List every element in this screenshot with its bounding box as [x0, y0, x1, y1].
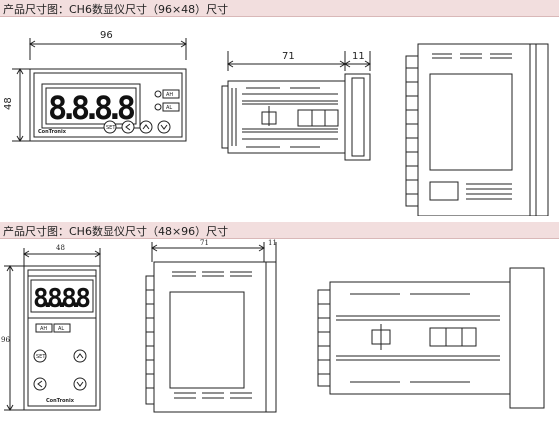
section2-keys[interactable]: SET	[33, 349, 87, 391]
section2-bezel-dim: 11	[268, 239, 277, 247]
section1-side-view	[221, 51, 371, 161]
section2-title: 产品尺寸图：CH6数显仪尺寸（48×96）尺寸	[3, 225, 229, 238]
section2-left-key[interactable]	[33, 377, 47, 391]
section2-front-view	[4, 248, 101, 411]
left-arrow-icon	[125, 123, 131, 131]
section1-display: 8.8.8.8	[48, 89, 136, 127]
section1-top-view	[405, 43, 549, 216]
left-arrow-icon	[37, 380, 43, 388]
section1-title: 产品尺寸图：CH6数显仪尺寸（96×48）尺寸	[3, 3, 229, 16]
section1-alarm2: AL	[166, 105, 172, 111]
section2-up-key[interactable]	[73, 349, 87, 363]
section2-alarm2: AL	[58, 326, 64, 332]
section1-set-key[interactable]	[103, 120, 117, 134]
section2-side-view	[145, 242, 277, 413]
up-arrow-icon	[142, 124, 150, 130]
up-arrow-icon	[76, 353, 84, 359]
down-arrow-icon	[76, 381, 84, 387]
section1-brand: ConTronix	[38, 129, 67, 135]
section1-up-key[interactable]	[139, 120, 153, 134]
section2-down-key[interactable]	[73, 377, 87, 391]
section2-set-label: SET	[36, 354, 46, 360]
section1-drawing: 96 48 8.8.8.8 AH AL ConTronix SET 71 11	[3, 30, 549, 216]
section2-drawing: 48 96 8.8.8.8 AH AL ConTronix SET 71 11	[1, 239, 545, 413]
section1-width-dim: 96	[100, 30, 113, 41]
section2-depth-dim: 71	[200, 239, 209, 247]
section1-bezel-dim: 11	[352, 51, 365, 62]
section2-top-view	[317, 267, 545, 409]
section2-height-dim: 96	[1, 336, 10, 344]
section2-width-dim: 48	[56, 244, 65, 252]
section1-front-view	[12, 38, 187, 142]
section2-header: 产品尺寸图：CH6数显仪尺寸（48×96）尺寸	[0, 222, 559, 239]
down-arrow-icon	[160, 124, 168, 130]
section1-depth-dim: 71	[282, 51, 295, 62]
section1-header: 产品尺寸图：CH6数显仪尺寸（96×48）尺寸	[0, 0, 559, 17]
section1-left-key[interactable]	[121, 120, 135, 134]
section2-display: 8.8.8.8	[33, 284, 91, 314]
section2-set-key[interactable]	[33, 349, 47, 363]
section1-height-dim: 48	[3, 97, 14, 110]
section1-set-label: SET	[106, 125, 116, 131]
section2-brand: ConTronix	[46, 398, 75, 404]
section1-down-key[interactable]	[157, 120, 171, 134]
section1-keys[interactable]: SET	[103, 120, 171, 134]
section1-alarm1: AH	[166, 92, 173, 98]
section2-alarm1: AH	[40, 326, 47, 332]
